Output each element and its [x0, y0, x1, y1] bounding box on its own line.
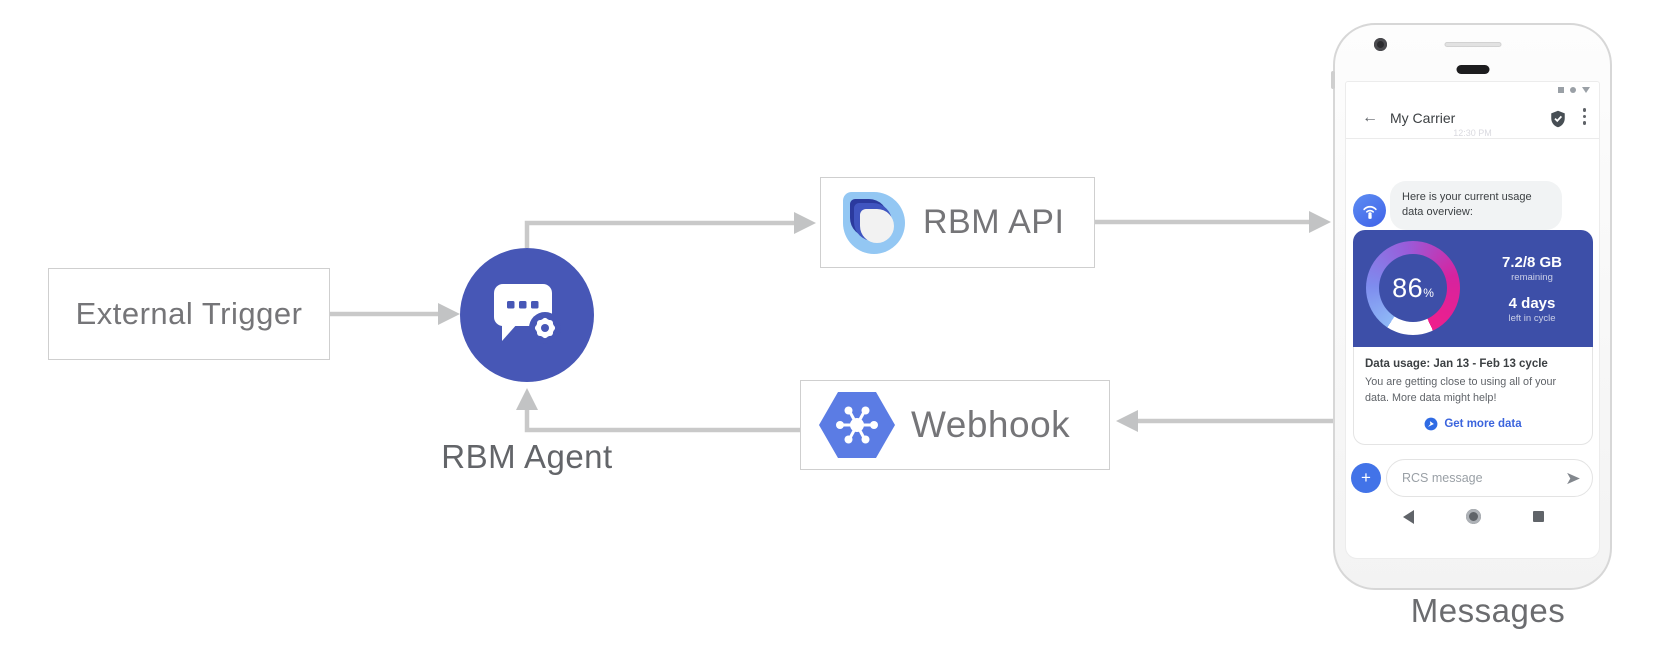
timestamp: 12:30 PM [1453, 128, 1492, 138]
get-more-data-button[interactable]: Get more data [1365, 417, 1581, 431]
agent-avatar [1353, 194, 1386, 227]
rbm-agent-label: RBM Agent [441, 438, 613, 475]
rcs-message-input[interactable] [1402, 471, 1565, 485]
gauge-percent: 86 [1392, 272, 1424, 303]
usage-card-body: Data usage: Jan 13 - Feb 13 cycle You ar… [1353, 347, 1593, 446]
days-left-value: 4 days [1508, 294, 1556, 312]
phone-screen: ← My Carrier 12:30 PM Here is your curre… [1345, 81, 1600, 559]
rcs-droplet-logo-icon [843, 191, 905, 254]
send-arrow-icon[interactable] [1565, 470, 1582, 487]
chat-header: ← My Carrier [1346, 98, 1599, 139]
agent-message-bubble: Here is your current usage data overview… [1390, 181, 1562, 230]
triangle-down-icon [1582, 87, 1590, 93]
attach-plus-button[interactable]: + [1351, 463, 1381, 493]
days-left-label: left in cycle [1508, 312, 1556, 324]
recents-square-icon[interactable] [1533, 511, 1544, 522]
data-remaining-label: remaining [1511, 271, 1553, 283]
get-more-data-label: Get more data [1444, 418, 1522, 431]
kebab-menu-icon[interactable] [1582, 108, 1586, 125]
hotspot-wifi-icon [1362, 205, 1377, 219]
volume-button[interactable] [1331, 71, 1335, 89]
usage-card-title: Data usage: Jan 13 - Feb 13 cycle [1365, 358, 1548, 370]
external-trigger-node: External Trigger [48, 268, 330, 360]
usage-gauge: 86 % [1366, 241, 1460, 335]
speaker-slot [1444, 42, 1501, 47]
webhook-node: Webhook [800, 380, 1110, 470]
rbm-api-node: RBM API [820, 177, 1095, 268]
cloud-hexagon-hub-icon [819, 392, 895, 458]
usage-card-text: You are getting close to using all of yo… [1365, 376, 1557, 404]
status-bar [1558, 87, 1590, 93]
square-icon [1558, 87, 1564, 93]
rbm-api-label: RBM API [923, 203, 1065, 241]
webhook-label: Webhook [911, 404, 1071, 445]
chat-bubble-gear-icon [494, 284, 561, 344]
arrow-webhook-to-agent [524, 410, 800, 433]
circle-icon [1570, 87, 1576, 93]
usage-rich-card: 86 % 7.2/8 GB remaining 4 days left in c… [1353, 230, 1593, 446]
home-circle-icon[interactable] [1466, 509, 1481, 524]
earpiece [1456, 65, 1489, 74]
data-globe-icon [1424, 417, 1438, 431]
messages-app-caption: Messages [1410, 592, 1566, 629]
arrow-agent-to-api [524, 220, 794, 248]
front-camera [1374, 38, 1387, 51]
back-arrow-icon[interactable]: ← [1362, 109, 1378, 126]
gauge-percent-symbol: % [1423, 286, 1434, 300]
external-trigger-label: External Trigger [75, 296, 303, 331]
shield-check-icon [1551, 110, 1565, 128]
rbm-agent-node [460, 248, 594, 382]
conversation-title: My Carrier [1390, 110, 1456, 126]
usage-banner: 86 % 7.2/8 GB remaining 4 days left in c… [1353, 230, 1593, 347]
data-remaining-value: 7.2/8 GB [1501, 253, 1563, 271]
android-nav-bar [1346, 506, 1599, 528]
back-triangle-icon[interactable] [1403, 510, 1414, 524]
message-composer [1386, 459, 1593, 497]
phone-mockup: ← My Carrier 12:30 PM Here is your curre… [1331, 23, 1612, 590]
